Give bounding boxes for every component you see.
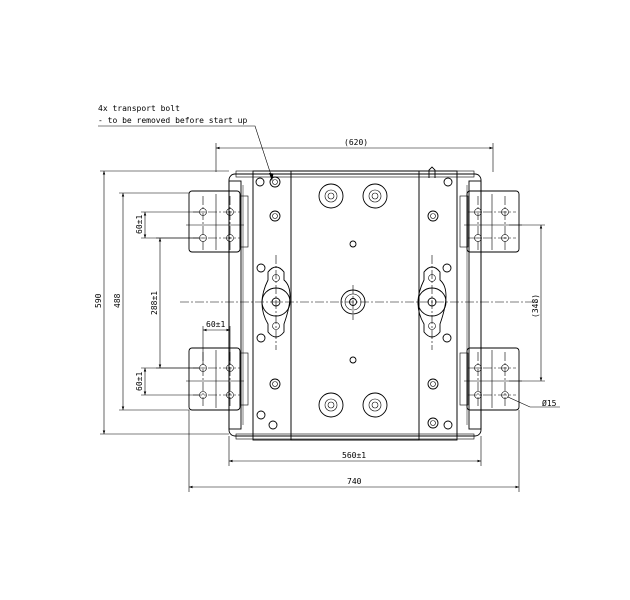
dim-center-span-label: 288±1 <box>150 291 159 315</box>
dim-right-span-label: (348) <box>531 294 540 318</box>
bracket-bottom-right <box>459 347 522 411</box>
dimension-bracket-span: 488 <box>113 192 189 411</box>
dimension-hole-diameter: Ø15 <box>507 396 560 408</box>
dimension-right-span: (348) <box>509 224 545 382</box>
dim-hole-diameter-label: Ø15 <box>542 398 557 408</box>
dim-top-width-label: (620) <box>344 138 368 147</box>
dim-hole-spacing-horizontal-label: 60±1 <box>206 320 225 329</box>
main-housing <box>228 170 482 441</box>
dim-bracket-span-label: 488 <box>113 293 122 308</box>
dimension-inner-width: 560±1 <box>228 436 482 466</box>
bracket-bottom-left <box>186 347 249 411</box>
dim-hole-spacing-bottom-label: 60±1 <box>135 372 144 391</box>
dimension-center-span: 288±1 <box>150 237 199 369</box>
center-lines <box>180 255 540 350</box>
note-line-2: - to be removed before start up <box>98 116 247 125</box>
dim-hole-spacing-top-label: 60±1 <box>135 215 144 234</box>
dimension-overall-height: 590 <box>94 170 229 435</box>
transport-bolts <box>255 166 453 430</box>
note-line-1: 4x transport bolt <box>98 104 180 113</box>
dimension-hole-spacing-horizontal: 60±1 <box>202 320 231 364</box>
dim-overall-height-label: 590 <box>94 293 103 308</box>
transport-bolt-note: 4x transport bolt - to be removed before… <box>98 104 274 181</box>
dim-inner-width-label: 560±1 <box>342 451 366 460</box>
dim-overall-width-label: 740 <box>347 477 362 486</box>
dimension-top-width: (620) <box>215 138 494 172</box>
bracket-top-left <box>186 190 249 253</box>
dimension-overall-width: 740 <box>188 410 520 492</box>
